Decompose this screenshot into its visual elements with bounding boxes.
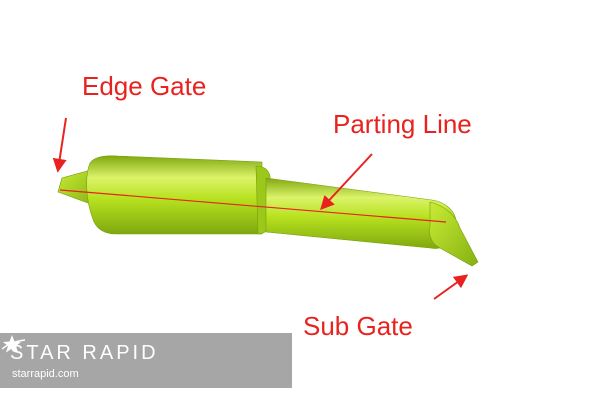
brand-watermark-panel: STAR RAPID starrapid.com [0,333,292,388]
part-bent-tip [429,201,479,267]
parting-line [59,189,447,223]
brand-name: STAR RAPID [10,342,159,364]
parting-line-arrow [320,153,373,211]
edge-gate-label: Edge Gate [82,71,207,101]
edge-gate-arrow [52,117,67,173]
sub-gate-label: Sub Gate [303,311,413,341]
brand-url: starrapid.com [12,368,79,380]
sub-gate-arrow [433,274,469,300]
part-rear-shaft [265,177,457,249]
parting-line-label: Parting Line [333,109,472,139]
star-swoosh-icon [1,335,26,353]
